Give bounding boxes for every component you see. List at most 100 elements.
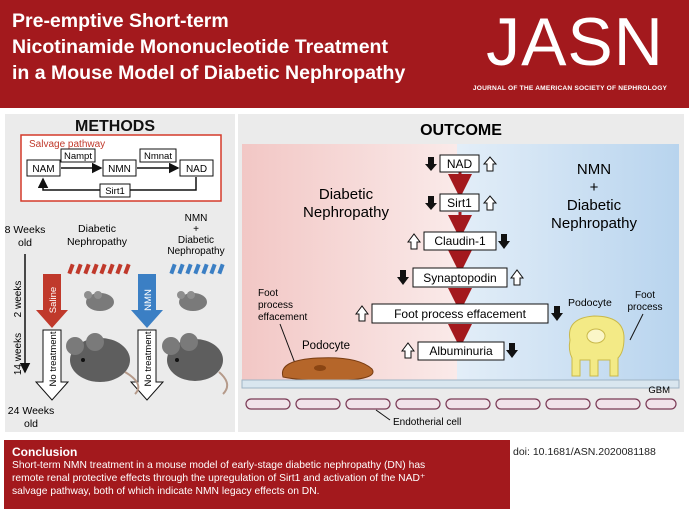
age-start-label: old	[18, 237, 32, 249]
title-line: Pre-emptive Short-term	[12, 10, 229, 32]
nmn-injection-icons	[169, 263, 225, 275]
podocyte-right-label: Podocyte	[568, 297, 612, 309]
healthy-podocyte-nucleus	[586, 328, 606, 344]
nampt-box	[60, 148, 96, 163]
healthy-podocyte-shape	[568, 315, 625, 377]
saline-label: Saline	[48, 287, 59, 313]
group-dn-label: Nephropathy	[67, 236, 128, 248]
conclusion-line: remote renal protective effects through …	[12, 473, 426, 484]
large-mouse-icon-nmn	[162, 333, 229, 395]
outcome-title: OUTCOME	[420, 122, 502, 139]
down-arrow-icon	[425, 196, 437, 210]
nmn-label: NMN	[108, 164, 131, 175]
up-arrow-icon	[401, 342, 415, 359]
age-end-label: old	[24, 418, 38, 430]
down-arrow-icon	[397, 270, 409, 285]
outcome-panel: OUTCOME Diabetic Nephropathy NMN + Diabe…	[238, 114, 684, 432]
up-arrow-icon	[482, 195, 498, 211]
nmn-label: +	[590, 179, 599, 196]
saline-arrow	[36, 274, 68, 328]
nmn-label: NMN	[577, 161, 611, 178]
foot-process-pointer	[629, 313, 644, 341]
no-treatment-label: No treatment	[48, 331, 59, 386]
group-nmn-label: +	[193, 224, 199, 235]
svg-text:Synaptopodin: Synaptopodin	[423, 271, 496, 285]
foot-process-right-label: process	[627, 302, 662, 313]
duration-14w-label: 14 weeks	[13, 333, 24, 375]
svg-text:Foot process effacement: Foot process effacement	[394, 307, 527, 321]
age-end-label: 24 Weeks	[8, 405, 55, 417]
cascade-node-albuminuria: Albuminuria	[401, 341, 518, 361]
up-arrow-icon	[510, 269, 524, 286]
nmnat-label: Nmnat	[144, 151, 172, 162]
down-arrow-icon	[425, 157, 437, 171]
doi-link[interactable]: doi: 10.1681/ASN.2020081188	[513, 446, 656, 458]
foot-effacement-label: Foot	[258, 288, 278, 299]
journal-subtitle: JOURNAL OF THE AMERICAN SOCIETY OF NEPHR…	[472, 85, 668, 92]
nam-box	[26, 159, 61, 177]
nampt-label: Nampt	[64, 151, 92, 162]
title-line: Nicotinamide Mononucleotide Treatment	[12, 36, 388, 58]
salvage-pathway-label: Salvage pathway	[29, 139, 105, 150]
dn-injection-icons	[67, 263, 131, 275]
gbm-label: GBM	[648, 385, 670, 396]
cascade-node-claudin1: Claudin-1	[407, 231, 510, 251]
nmn-box	[102, 159, 137, 177]
conclusion-line: Short-term NMN treatment in a mouse mode…	[12, 460, 426, 471]
large-mouse-icon-dn	[66, 333, 140, 395]
no-treatment-arrow-1	[34, 329, 70, 401]
journal-logo: JASN	[486, 4, 664, 80]
sirt1-label: Sirt1	[105, 186, 125, 197]
nad-box	[179, 159, 214, 177]
no-treatment-label: No treatment	[143, 331, 154, 386]
svg-text:Claudin-1: Claudin-1	[434, 234, 486, 248]
nmn-label: Diabetic	[567, 197, 622, 214]
podocyte-nucleus	[314, 365, 326, 371]
sirt1-box	[99, 183, 131, 198]
foot-effacement-label: process	[258, 300, 293, 311]
svg-text:Albuminuria: Albuminuria	[429, 344, 493, 358]
nmn-arrow	[131, 274, 163, 328]
nmn-label: Nephropathy	[551, 215, 637, 232]
foot-process-right-label: Foot	[635, 290, 655, 301]
dn-label: Diabetic	[319, 186, 374, 203]
dn-label: Nephropathy	[303, 204, 389, 221]
endothelial-pointer	[375, 409, 391, 421]
up-arrow-icon	[355, 305, 369, 322]
down-arrow-icon	[551, 306, 563, 321]
gbm-layer	[241, 379, 680, 389]
footer: Conclusion Short-term NMN treatment in a…	[0, 436, 689, 511]
endothelial-cells	[245, 398, 677, 410]
outcome-figure: OUTCOME Diabetic Nephropathy NMN + Diabe…	[241, 122, 680, 428]
methods-panel: METHODS Salvage pathway NAM NMN NAD Namp…	[5, 114, 235, 432]
group-nmn-label: Nephropathy	[167, 246, 224, 257]
nam-label: NAM	[32, 164, 54, 175]
small-mouse-icon-dn	[84, 291, 114, 311]
page-title: Pre-emptive Short-term Nicotinamide Mono…	[12, 8, 462, 86]
down-arrow-icon	[498, 234, 510, 249]
conclusion-box: Conclusion Short-term NMN treatment in a…	[4, 440, 510, 509]
duration-2w-label: 2 weeks	[13, 281, 24, 318]
foot-effacement-label: effacement	[258, 312, 308, 323]
cascade-node-synaptopodin: Synaptopodin	[397, 267, 524, 288]
cascade-node-nad: NAD	[425, 154, 498, 173]
conclusion-line: salvage pathway, both of which indicate …	[12, 486, 320, 497]
group-nmn-label: NMN	[185, 213, 208, 224]
up-arrow-icon	[407, 233, 421, 250]
nmnat-box	[139, 148, 177, 163]
cascade-node-foot-process: Foot process effacement	[355, 303, 563, 324]
methods-figure: Salvage pathway NAM NMN NAD Nampt Nmnat …	[5, 134, 229, 430]
small-mouse-icon-nmn	[177, 291, 207, 311]
svg-text:NAD: NAD	[447, 157, 473, 171]
foot-effacement-pointer	[279, 323, 297, 367]
age-start-label: 8 Weeks	[5, 224, 45, 236]
cascade-node-sirt1: Sirt1	[425, 193, 498, 212]
methods-title: METHODS	[75, 118, 155, 135]
group-nmn-label: Diabetic	[178, 235, 214, 246]
conclusion-title: Conclusion	[12, 445, 78, 459]
svg-text:Sirt1: Sirt1	[447, 196, 472, 210]
title-line: in a Mouse Model of Diabetic Nephropathy	[12, 62, 406, 84]
up-arrow-icon	[482, 156, 498, 172]
down-arrow-icon	[506, 343, 518, 358]
group-dn-label: Diabetic	[78, 223, 116, 235]
